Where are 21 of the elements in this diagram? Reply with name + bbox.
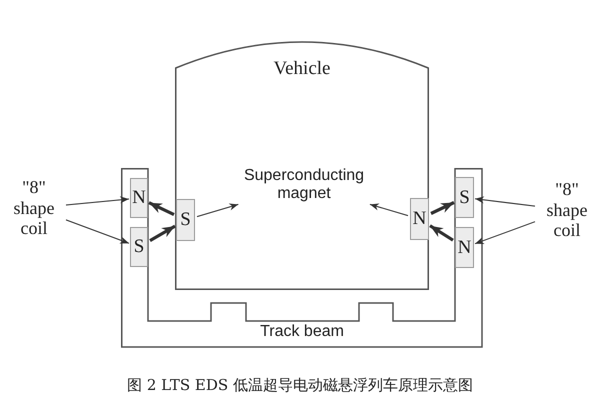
arrow [369, 203, 408, 216]
magnet-pole: S [176, 199, 195, 241]
coil-pole: N [455, 227, 474, 268]
arrow [66, 219, 130, 244]
coil-label: "8" shape coil [537, 178, 597, 242]
arrow [196, 204, 239, 218]
arrow [66, 196, 130, 206]
vehicle-body: Vehicle Superconducting magnet S N [175, 38, 429, 290]
figure-caption: 图 2 LTS EDS 低温超导电动磁悬浮列车原理示意图 [127, 376, 473, 395]
coil-pole: S [455, 177, 474, 218]
magnet-pole: N [410, 198, 429, 240]
arrow [430, 201, 455, 215]
magnet-label: Superconducting magnet [239, 166, 369, 204]
arrow [148, 201, 175, 216]
arrow [429, 224, 454, 242]
arrow [474, 196, 536, 207]
arrow [474, 221, 536, 244]
coil-pole: N [130, 178, 148, 218]
coil-pole: S [130, 227, 148, 267]
arrow [149, 224, 176, 242]
coil-label: "8" shape coil [4, 176, 64, 240]
